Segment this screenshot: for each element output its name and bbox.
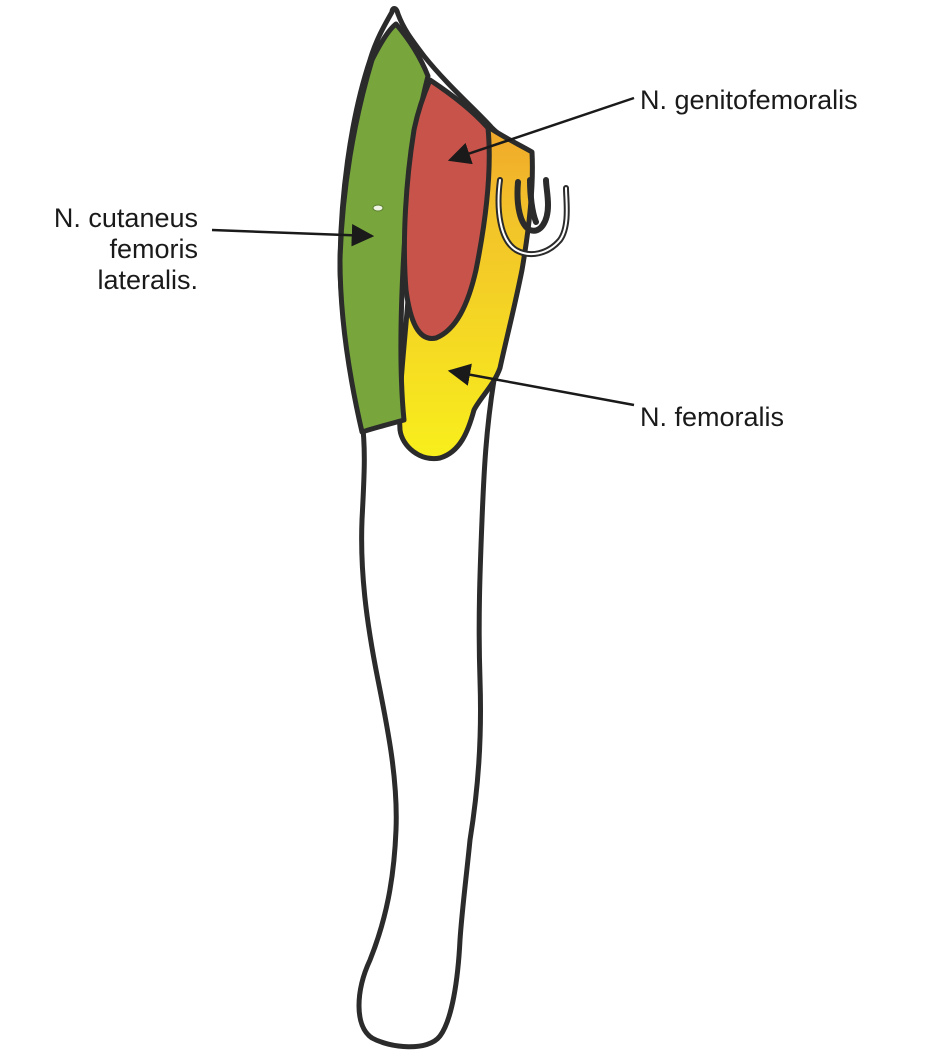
label-femoralis: N. femoralis bbox=[640, 402, 784, 433]
label-cutaneus-line-3: lateralis. bbox=[14, 265, 198, 296]
label-cutaneus-line-1: N. cutaneus bbox=[14, 203, 198, 234]
label-cutaneus-femoris-lateralis: N. cutaneus femoris lateralis. bbox=[14, 203, 198, 296]
label-genitofemoralis: N. genitofemoralis bbox=[640, 85, 858, 116]
label-cutaneus-line-2: femoris bbox=[14, 234, 198, 265]
green-region-mark bbox=[373, 205, 383, 211]
